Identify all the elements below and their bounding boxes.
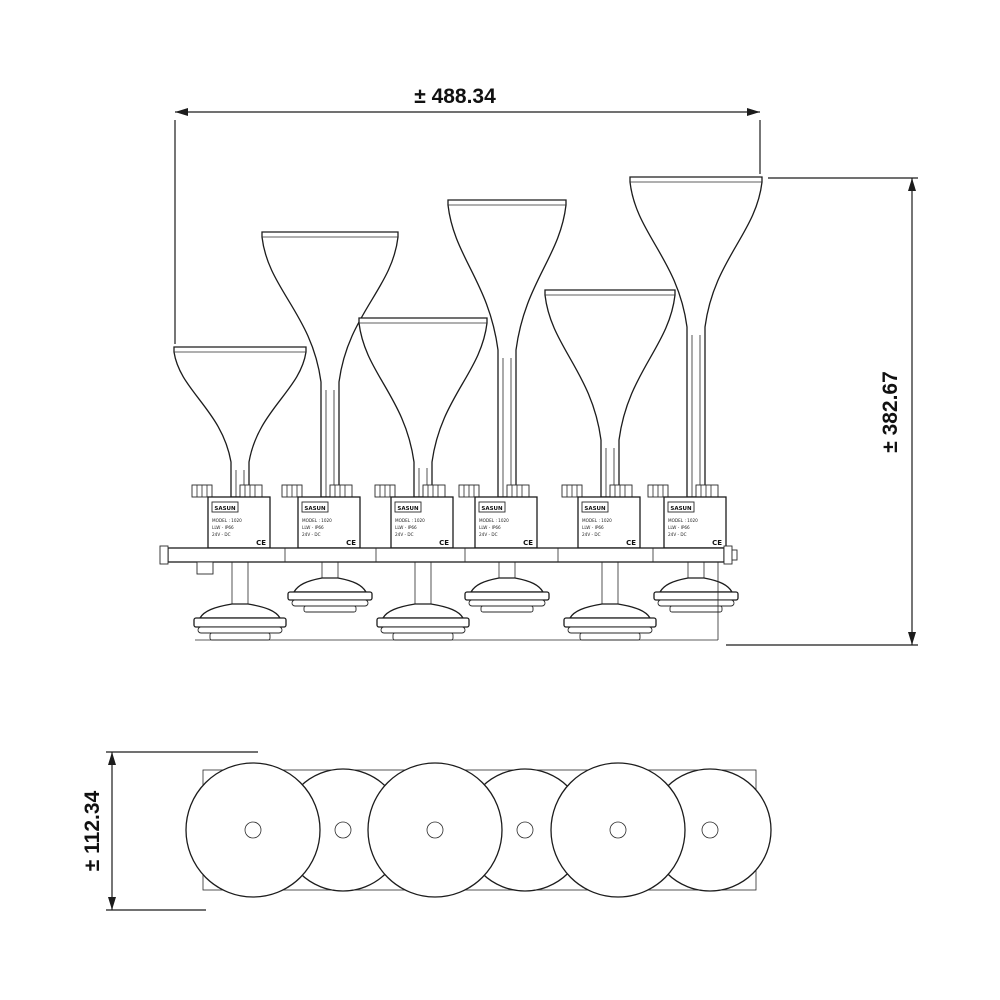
ce-mark: CE bbox=[256, 539, 266, 547]
height-dimension: ± 382.67 bbox=[726, 177, 918, 646]
horn-bell-circle-front bbox=[185, 762, 686, 898]
air-inlet-fitting bbox=[731, 549, 738, 561]
valve-voltage-label: 24V - DC bbox=[395, 532, 414, 537]
ce-mark: CE bbox=[439, 539, 449, 547]
valve-brand-label: SASUN bbox=[214, 506, 236, 512]
valve-voltage-label: 24V - DC bbox=[479, 532, 498, 537]
horn-trumpet bbox=[358, 317, 488, 498]
valve-model-label: MODEL : 1020 bbox=[668, 518, 698, 523]
valve-brand-label: SASUN bbox=[304, 506, 326, 512]
valve-rating-label: LLW - IP66 bbox=[582, 525, 604, 530]
left-fitting bbox=[196, 561, 214, 575]
solenoid-valve-row: SASUN MODEL : 1020 LLW - IP66 24V - DC C… bbox=[191, 484, 727, 549]
valve-model-label: MODEL : 1020 bbox=[479, 518, 509, 523]
valve-rating-label: LLW - IP66 bbox=[302, 525, 324, 530]
solenoid-valve: SASUN MODEL : 1020 LLW - IP66 24V - DC C… bbox=[191, 484, 271, 549]
solenoid-valve: SASUN MODEL : 1020 LLW - IP66 24V - DC C… bbox=[647, 484, 727, 549]
valve-voltage-label: 24V - DC bbox=[212, 532, 231, 537]
valve-brand-label: SASUN bbox=[584, 506, 606, 512]
mounting-bracket-line bbox=[195, 562, 719, 641]
solenoid-valve: SASUN MODEL : 1020 LLW - IP66 24V - DC C… bbox=[561, 484, 641, 549]
horn-trumpet bbox=[173, 346, 307, 498]
valve-rating-label: LLW - IP66 bbox=[668, 525, 690, 530]
front-view-drawing: SASUN MODEL : 1020 LLW - IP66 24V - DC C… bbox=[159, 85, 918, 646]
ce-mark: CE bbox=[523, 539, 533, 547]
solenoid-valve: SASUN MODEL : 1020 LLW - IP66 24V - DC C… bbox=[374, 484, 454, 549]
ce-mark: CE bbox=[626, 539, 636, 547]
horn-bell-circle-back bbox=[281, 768, 772, 892]
horn-trumpet bbox=[544, 289, 676, 498]
width-dimension-label: ± 488.34 bbox=[414, 85, 496, 108]
valve-brand-label: SASUN bbox=[670, 506, 692, 512]
width-dimension: ± 488.34 bbox=[174, 85, 761, 344]
depth-dimension-label: ± 112.34 bbox=[81, 790, 104, 871]
ce-mark: CE bbox=[712, 539, 722, 547]
ce-mark: CE bbox=[346, 539, 356, 547]
valve-rating-label: LLW - IP66 bbox=[479, 525, 501, 530]
valve-rating-label: LLW - IP66 bbox=[212, 525, 234, 530]
valve-model-label: MODEL : 1020 bbox=[302, 518, 332, 523]
diaphragm-base-back-row bbox=[287, 562, 739, 613]
solenoid-valve: SASUN MODEL : 1020 LLW - IP66 24V - DC C… bbox=[458, 484, 538, 549]
valve-voltage-label: 24V - DC bbox=[582, 532, 601, 537]
bottom-view-drawing: ± 112.34 bbox=[81, 751, 772, 911]
manifold-rail bbox=[159, 545, 738, 575]
solenoid-valve: SASUN MODEL : 1020 LLW - IP66 24V - DC C… bbox=[281, 484, 361, 549]
height-dimension-label: ± 382.67 bbox=[879, 371, 902, 453]
valve-brand-label: SASUN bbox=[397, 506, 419, 512]
valve-model-label: MODEL : 1020 bbox=[212, 518, 242, 523]
valve-model-label: MODEL : 1020 bbox=[395, 518, 425, 523]
valve-brand-label: SASUN bbox=[481, 506, 503, 512]
diaphragm-base-front-row bbox=[193, 562, 657, 641]
valve-rating-label: LLW - IP66 bbox=[395, 525, 417, 530]
valve-voltage-label: 24V - DC bbox=[302, 532, 321, 537]
valve-voltage-label: 24V - DC bbox=[668, 532, 687, 537]
depth-dimension: ± 112.34 bbox=[81, 751, 258, 911]
valve-model-label: MODEL : 1020 bbox=[582, 518, 612, 523]
